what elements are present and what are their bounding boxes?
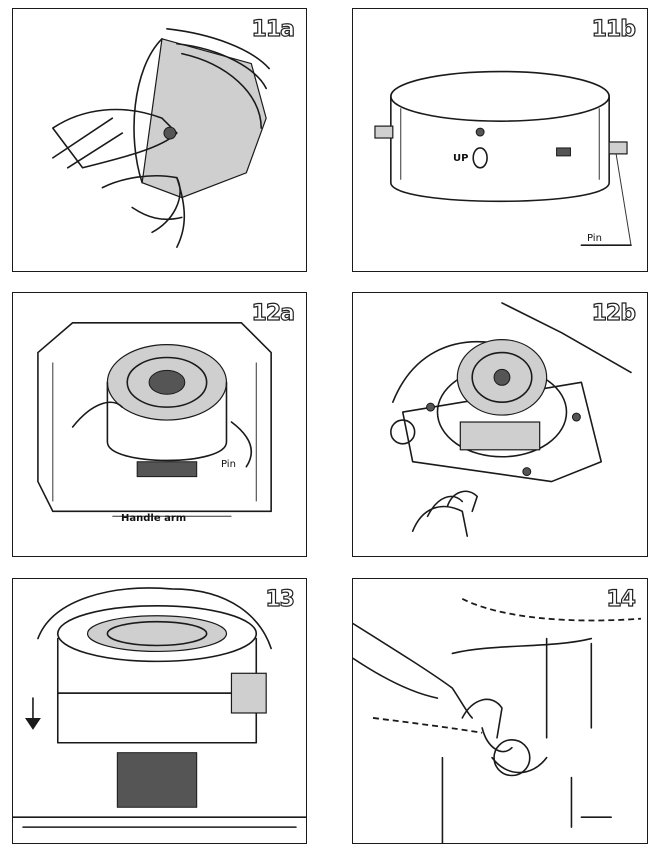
illustration-12a xyxy=(37,321,272,517)
panel-13: 13 xyxy=(12,578,307,844)
panel-14: 14 xyxy=(352,578,648,844)
pin-callout-12a: Pin xyxy=(221,459,236,470)
illustration-11a xyxy=(52,28,270,248)
step-label-12a: 12a xyxy=(251,300,296,326)
illustration-14 xyxy=(353,598,641,843)
pin-callout: Pin xyxy=(587,233,602,244)
step-label-12b: 12b xyxy=(591,300,637,326)
step-label-11b: 11b xyxy=(591,16,637,42)
panel-11b: UP Pin 11b xyxy=(352,8,648,272)
illustration-13 xyxy=(13,587,306,828)
panel-11a: 11a xyxy=(12,8,307,272)
step-label-11a: 11a xyxy=(251,16,296,42)
up-callout: UP xyxy=(453,153,469,164)
panel-12a: Pin Handle arm 12a xyxy=(12,292,307,557)
illustration-11b xyxy=(374,70,632,246)
handle-arm-callout: Handle arm xyxy=(121,513,187,524)
step-label-14: 14 xyxy=(606,586,637,612)
panel-12b: 12b xyxy=(352,292,648,557)
step-label-13: 13 xyxy=(265,586,296,612)
illustration-12b xyxy=(390,302,632,537)
